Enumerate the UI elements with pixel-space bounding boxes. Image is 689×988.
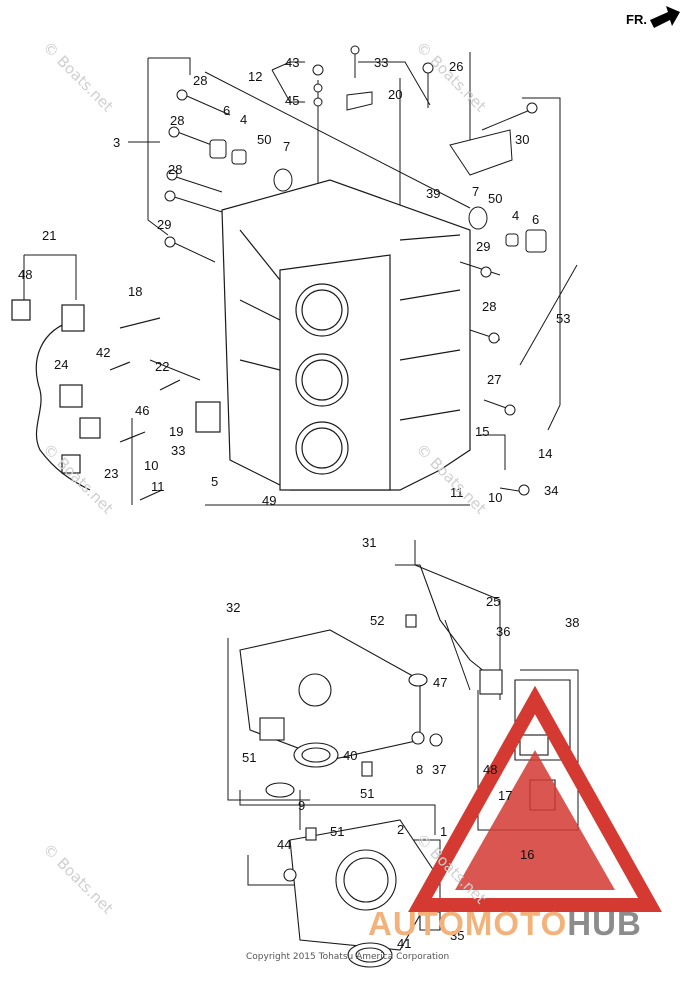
callout-46: 46 [135,403,150,418]
callout-1: 1 [440,824,448,839]
callout-48: 48 [483,762,498,777]
leader-line [204,71,471,209]
cylinder-block [221,179,471,491]
callout-5: 5 [211,474,219,489]
logo-text-hub: HUB [567,905,642,942]
leader-line [522,97,561,405]
logo-text-moto: MOTO [464,905,568,942]
callout-50: 50 [257,132,272,147]
callout-45: 45 [285,93,300,108]
front-direction-arrow-icon [650,6,680,28]
leader-line [239,790,436,835]
leader-line [149,359,201,381]
leader-line [147,58,169,236]
callout-7: 7 [283,139,291,154]
callout-42: 42 [96,345,111,360]
front-direction-label: FR. [626,12,647,27]
callout-36: 36 [496,624,511,639]
callout-28: 28 [193,73,208,88]
callout-30: 30 [515,132,530,147]
callout-41: 41 [397,936,412,951]
callout-33: 33 [171,443,186,458]
callout-15: 15 [475,424,490,439]
callout-17: 17 [498,788,513,803]
leader-line [271,61,305,71]
callout-31: 31 [362,535,377,550]
leader-line [247,855,300,886]
leader-line [24,254,77,300]
callout-51: 51 [360,786,375,801]
callout-6: 6 [532,212,540,227]
callout-22: 22 [155,359,170,374]
callout-24: 24 [54,357,69,372]
leader-line [227,638,310,801]
callout-9: 9 [298,798,306,813]
leader-line [480,434,506,470]
bolt-parts [164,45,578,496]
leader-line [414,540,501,700]
callout-21: 21 [42,228,57,243]
callout-44: 44 [277,837,292,852]
callout-11: 11 [151,479,165,494]
callout-27: 27 [487,372,502,387]
callout-6: 6 [223,103,231,118]
callout-28: 28 [168,162,183,177]
leader-line [148,57,191,75]
leader-line [547,404,561,431]
callout-10: 10 [144,458,159,473]
automotohub-logo-icon [408,685,662,912]
callout-20: 20 [388,87,403,102]
leader-line [358,61,431,106]
callout-19: 19 [169,424,184,439]
callout-32: 32 [226,600,241,615]
callout-4: 4 [240,112,248,127]
callout-34: 34 [544,483,559,498]
copyright-text: Copyright 2015 Tohatsu America Corporati… [246,952,450,962]
wire-harness [11,299,221,501]
callout-16: 16 [520,847,535,862]
callout-10: 10 [488,490,503,505]
callout-47: 47 [433,675,448,690]
callout-4: 4 [512,208,520,223]
callout-49: 49 [262,493,277,508]
callout-29: 29 [157,217,172,232]
callout-51: 51 [242,750,257,765]
callout-53: 53 [556,311,571,326]
callout-43: 43 [285,55,300,70]
callout-23: 23 [104,466,119,481]
callout-26: 26 [449,59,464,74]
callout-38: 38 [565,615,580,630]
callout-29: 29 [476,239,491,254]
callout-51: 51 [330,824,345,839]
lower-case-parts [239,564,571,968]
leader-line [271,69,305,103]
callout-35: 35 [450,928,465,943]
automotohub-logo: AUTOMOTOHUB [368,905,642,943]
callout-2: 2 [397,822,405,837]
callout-25: 25 [486,594,501,609]
callout-37: 37 [432,762,447,777]
callout-11: 11 [450,485,464,500]
callout-8: 8 [416,762,424,777]
callout-18: 18 [128,284,143,299]
callout-3: 3 [113,135,121,150]
callout-28: 28 [482,299,497,314]
callout-52: 52 [370,613,385,628]
callout-12: 12 [248,69,263,84]
callout-48: 48 [18,267,33,282]
callout-40: 40 [343,748,358,763]
callout-28: 28 [170,113,185,128]
callout-50: 50 [488,191,503,206]
callout-39: 39 [426,186,441,201]
logo-text-auto: AUTO [368,905,465,942]
callout-14: 14 [538,446,553,461]
callout-7: 7 [472,184,480,199]
callout-33: 33 [374,55,389,70]
